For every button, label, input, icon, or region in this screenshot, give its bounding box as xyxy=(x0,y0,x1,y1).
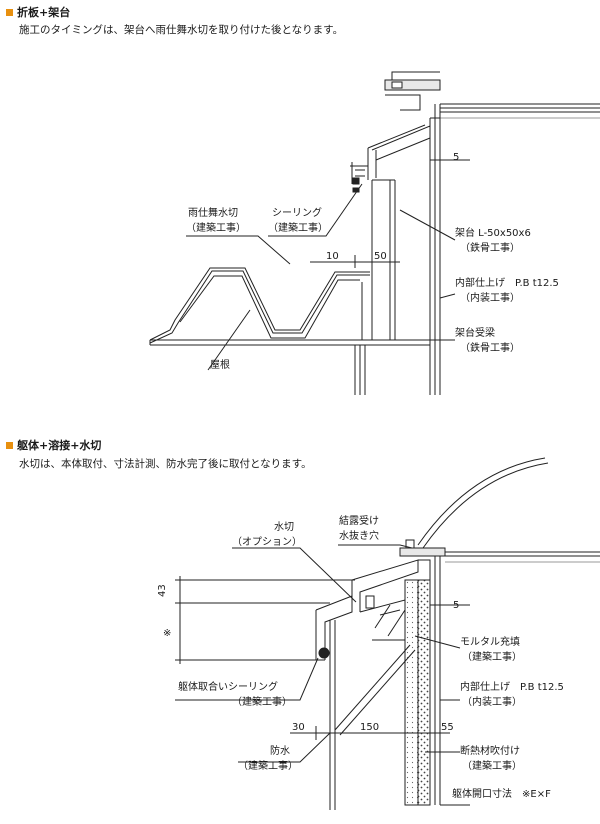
label-kadai-2: （鉄骨工事） xyxy=(460,241,520,254)
brace-diagonal xyxy=(334,644,411,731)
label-dannetsu-2: （建築工事） xyxy=(462,759,522,772)
dim10-50-lines xyxy=(310,255,400,268)
section-marker-icon xyxy=(6,8,13,16)
flashing-amajimai xyxy=(367,124,431,180)
label-mortar-2: （建築工事） xyxy=(462,650,522,663)
section2-drawing xyxy=(175,457,600,810)
mortar-fill xyxy=(404,579,419,806)
label-dim150: 150 xyxy=(360,722,379,733)
label-sealing-2: （建築工事） xyxy=(268,221,328,234)
label-naibu-2: （内装工事） xyxy=(460,291,520,304)
label-kutai-2: （建築工事） xyxy=(232,695,292,708)
support-beam xyxy=(150,339,430,395)
label-amajimai-2: （建築工事） xyxy=(186,221,246,234)
label-ketsuro-1: 結露受け xyxy=(339,514,379,527)
dim5-lines xyxy=(430,150,470,170)
label-naibu2-1: 内部仕上げ P.B t12.5 xyxy=(460,680,564,693)
label-dim10: 10 xyxy=(326,251,339,262)
label-kadai-1: 架台 L-50x50x6 xyxy=(455,226,531,239)
section1-title-text: 折板+架台 xyxy=(17,6,71,19)
label-amajimai-1: 雨仕舞水切 xyxy=(188,206,238,219)
section2-title-text: 躯体+溶接+水切 xyxy=(17,439,102,452)
label-dim55: 55 xyxy=(441,722,454,733)
anchor-bolt-icon xyxy=(350,162,368,193)
section1-leaders xyxy=(186,183,456,371)
label-dim5-2: 5 xyxy=(453,600,459,611)
label-kutai-1: 躯体取合いシーリング xyxy=(178,680,278,693)
dome-arc xyxy=(417,457,546,546)
label-dim30: 30 xyxy=(292,722,305,733)
label-ukehari-1: 架台受梁 xyxy=(455,326,495,339)
label-sealing-1: シーリング xyxy=(272,206,322,219)
label-bousui-1: 防水 xyxy=(270,744,290,757)
label-ukehari-2: （鉄骨工事） xyxy=(460,341,520,354)
mizukiri-flashing xyxy=(315,595,353,810)
section1-description: 施工のタイミングは、架台へ雨仕舞水切を取り付けた後となります。 xyxy=(19,24,344,36)
section1-drawing xyxy=(149,71,600,395)
dim5-lines-2 xyxy=(430,596,470,614)
label-naibu2-2: （内装工事） xyxy=(462,695,522,708)
dim43-lines xyxy=(175,576,355,664)
section2-description: 水切は、本体取付、寸法計測、防水完了後に取付となります。 xyxy=(19,458,312,470)
section1-title: 折板+架台 xyxy=(6,4,70,20)
section2-leaders xyxy=(175,544,470,806)
label-bousui-2: （建築工事） xyxy=(238,759,298,772)
section-marker-icon xyxy=(6,441,13,449)
label-dim43: 43 xyxy=(157,584,168,597)
label-dim-note: ※ xyxy=(163,628,171,639)
label-mortar-1: モルタル充填 xyxy=(460,635,520,648)
label-mizukiri-2: （オプション） xyxy=(232,536,302,548)
label-dim50: 50 xyxy=(374,251,387,262)
label-dim5-top: 5 xyxy=(453,152,459,163)
insulation-fill xyxy=(417,579,431,806)
section2-title: 躯体+溶接+水切 xyxy=(6,437,101,453)
frame-top xyxy=(384,71,600,395)
label-ketsuro-2: 水抜き穴 xyxy=(339,529,379,542)
label-roof: 屋根 xyxy=(210,358,230,371)
label-mizukiri-1: 水切 xyxy=(274,521,294,533)
label-naibu-1: 内部仕上げ P.B t12.5 xyxy=(455,276,559,289)
label-kaikou: 躯体開口寸法 ※E×F xyxy=(452,787,551,800)
label-dannetsu-1: 断熱材吹付け xyxy=(460,744,520,757)
roof-plate xyxy=(149,267,370,345)
